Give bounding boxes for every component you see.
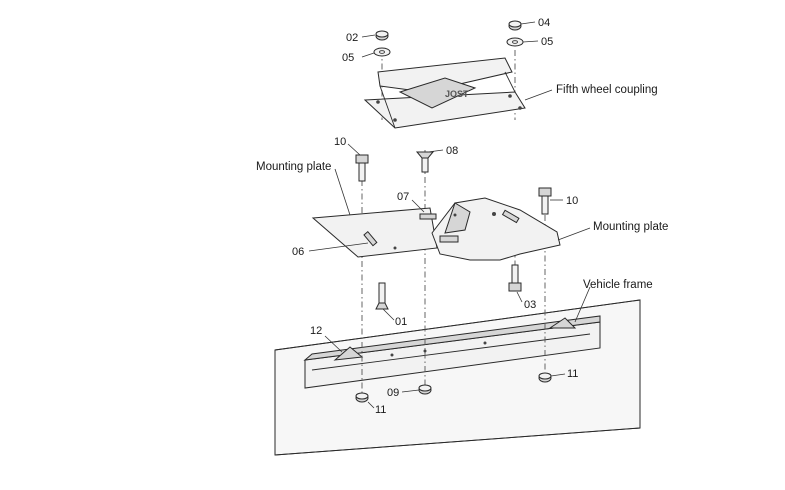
label-mounting-plate-right: Mounting plate xyxy=(593,221,668,233)
callout-01: 01 xyxy=(395,316,407,328)
washer-05-right xyxy=(506,37,524,47)
callout-10-right: 10 xyxy=(566,195,578,207)
frame-wedge-left xyxy=(333,346,364,361)
callout-07: 07 xyxy=(397,191,409,203)
labels: Fifth wheel coupling Mounting plate Moun… xyxy=(256,17,668,416)
nut-11-left xyxy=(355,392,369,403)
mounting-plate-right xyxy=(431,197,561,261)
label-mounting-plate-left: Mounting plate xyxy=(256,161,331,173)
callout-08: 08 xyxy=(446,145,458,157)
washer-05-left xyxy=(373,47,391,57)
bolt-08 xyxy=(415,151,435,173)
callout-11-left: 11 xyxy=(375,404,386,416)
label-vehicle-frame: Vehicle frame xyxy=(583,279,653,291)
fifth-wheel-coupling: JOST xyxy=(363,57,526,129)
nut-02 xyxy=(375,30,389,41)
bolt-10-left xyxy=(355,154,369,182)
vehicle-frame xyxy=(274,299,641,456)
mounting-plate-left xyxy=(311,207,438,258)
callout-02: 02 xyxy=(346,32,358,44)
callout-05-left: 05 xyxy=(342,52,354,64)
leader-lines xyxy=(308,21,591,409)
callout-11-right: 11 xyxy=(567,368,578,380)
bolt-03 xyxy=(508,264,522,292)
bolt-01 xyxy=(375,282,389,310)
nut-09 xyxy=(418,384,432,395)
callout-04: 04 xyxy=(538,17,550,29)
jost-logo: JOST xyxy=(445,89,469,99)
callout-05-right: 05 xyxy=(541,36,553,48)
nut-11-right xyxy=(538,372,552,383)
label-fifth-wheel-coupling: Fifth wheel coupling xyxy=(556,84,658,96)
callout-09: 09 xyxy=(387,387,399,399)
callout-03: 03 xyxy=(524,299,536,311)
callout-12: 12 xyxy=(310,325,322,337)
callout-10-left: 10 xyxy=(334,136,346,148)
nut-04 xyxy=(508,20,522,31)
callout-06: 06 xyxy=(292,246,304,258)
bolt-10-right xyxy=(538,187,552,215)
frame-wedge-right xyxy=(548,317,577,329)
